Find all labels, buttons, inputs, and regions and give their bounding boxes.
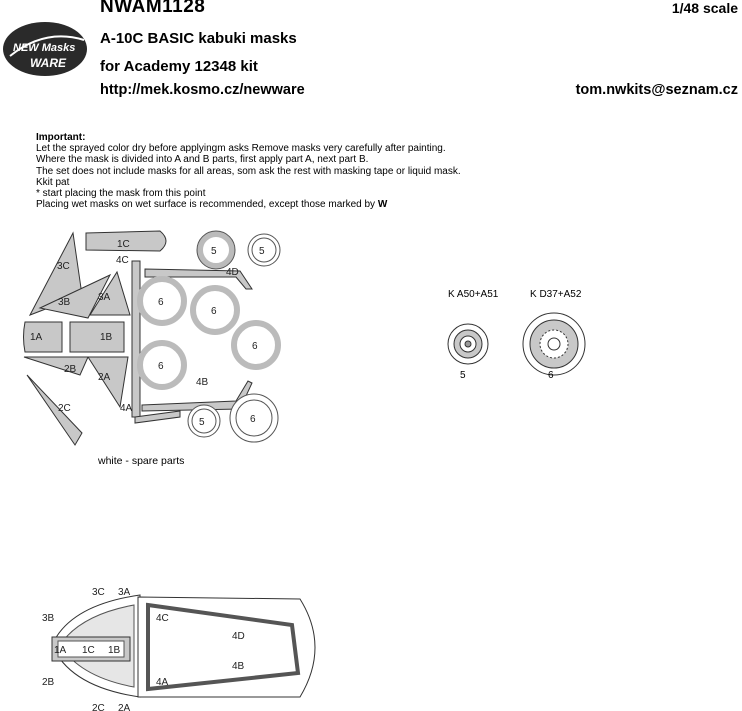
label-3c: 3C bbox=[57, 261, 70, 272]
mask-sheet: 3C 1C 4C 3B 3A 1A 1B 2B 2A 2C 4A 4D 4B 5… bbox=[23, 230, 281, 446]
mask-ring-5 bbox=[197, 231, 235, 269]
label-1a: 1A bbox=[30, 332, 43, 343]
logo-line1: NEW Masks bbox=[13, 42, 75, 54]
mask-ring-5-spare bbox=[247, 233, 281, 267]
svg-text:5: 5 bbox=[259, 246, 265, 257]
svg-text:5: 5 bbox=[199, 417, 205, 428]
logo-line2: WARE bbox=[30, 56, 67, 70]
mask-ring-6 bbox=[137, 276, 187, 326]
spare-parts-note: white - spare parts bbox=[98, 455, 185, 467]
label-1c: 1C bbox=[117, 239, 130, 250]
product-title: A-10C BASIC kabuki masks bbox=[100, 30, 297, 47]
instruction-line: The set does not include masks for all a… bbox=[36, 165, 461, 177]
svg-text:2B: 2B bbox=[42, 677, 55, 688]
mask-4a bbox=[134, 410, 181, 424]
svg-text:6: 6 bbox=[250, 414, 256, 425]
mask-4d bbox=[144, 268, 253, 290]
svg-text:6: 6 bbox=[252, 341, 258, 352]
new-ware-logo: NEW Masks WARE bbox=[3, 22, 87, 76]
wheel-left-label: K A50+A51 bbox=[448, 289, 499, 300]
instructions-heading: Important: bbox=[36, 132, 86, 143]
instruction-line: Where the mask is divided into A and B p… bbox=[36, 154, 369, 166]
mask-1b bbox=[69, 321, 125, 353]
label-4a: 4A bbox=[120, 403, 133, 414]
wheel-left bbox=[447, 323, 489, 365]
svg-text:6: 6 bbox=[158, 297, 164, 308]
label-4b: 4B bbox=[196, 377, 209, 388]
svg-text:3A: 3A bbox=[118, 587, 131, 598]
svg-text:3C: 3C bbox=[92, 587, 105, 598]
label-2c: 2C bbox=[58, 403, 71, 414]
instruction-line: Let the sprayed color dry before applyin… bbox=[36, 143, 446, 155]
mask-ring-6-spare bbox=[229, 393, 279, 443]
label-2b: 2B bbox=[64, 364, 77, 375]
svg-text:2C: 2C bbox=[92, 703, 105, 711]
instruction-line: Placing wet masks on wet surface is reco… bbox=[36, 199, 388, 211]
svg-text:4D: 4D bbox=[232, 631, 245, 642]
label-4c: 4C bbox=[116, 255, 129, 266]
label-2a: 2A bbox=[98, 372, 111, 383]
svg-text:1A: 1A bbox=[54, 645, 67, 656]
svg-text:3B: 3B bbox=[42, 613, 55, 624]
svg-text:1C: 1C bbox=[82, 645, 95, 656]
website-url[interactable]: http://mek.kosmo.cz/newware bbox=[100, 82, 305, 98]
svg-text:4B: 4B bbox=[232, 661, 245, 672]
contact-email[interactable]: tom.nwkits@seznam.cz bbox=[575, 82, 738, 98]
mask-3b bbox=[38, 273, 112, 319]
svg-text:6: 6 bbox=[548, 370, 554, 381]
scale-label: 1/48 scale bbox=[671, 0, 738, 16]
instruction-line: * start placing the mask from this point bbox=[36, 188, 206, 200]
instructions: Important: Let the sprayed color dry bef… bbox=[36, 132, 461, 210]
wheel-right bbox=[522, 312, 586, 376]
placement-diagram: 3C 3A 3B 1A 1C 1B 2B 2C 2A 4C 4D 4B 4A bbox=[42, 587, 316, 711]
svg-text:6: 6 bbox=[211, 306, 217, 317]
svg-text:5: 5 bbox=[211, 246, 217, 257]
label-3a: 3A bbox=[98, 292, 111, 303]
label-4d: 4D bbox=[226, 267, 239, 278]
mask-ring-6 bbox=[190, 285, 240, 335]
svg-text:4A: 4A bbox=[156, 677, 169, 688]
mask-ring-5-spare bbox=[187, 404, 221, 438]
label-1b: 1B bbox=[100, 332, 113, 343]
svg-text:4C: 4C bbox=[156, 613, 169, 624]
label-3b: 3B bbox=[58, 297, 71, 308]
wheel-right-label: K D37+A52 bbox=[530, 289, 582, 300]
mask-4b bbox=[141, 380, 253, 412]
mask-1c bbox=[85, 230, 167, 252]
instruction-line: Kkit pat bbox=[36, 176, 70, 188]
wet-mark-icon: W bbox=[377, 199, 388, 211]
svg-text:6: 6 bbox=[158, 361, 164, 372]
product-code: NWAM1128 bbox=[100, 0, 206, 17]
mask-2c bbox=[26, 374, 83, 446]
wheel-diagrams: K A50+A51 K D37+A52 5 6 bbox=[447, 289, 586, 381]
mask-4c bbox=[131, 260, 141, 418]
mask-ring-6 bbox=[231, 320, 281, 370]
svg-text:2A: 2A bbox=[118, 703, 131, 711]
svg-text:1B: 1B bbox=[108, 645, 121, 656]
mask-3a bbox=[89, 270, 131, 316]
mask-2b bbox=[23, 356, 89, 376]
mask-ring-6 bbox=[137, 340, 187, 390]
mask-2a bbox=[87, 356, 129, 409]
svg-text:5: 5 bbox=[460, 370, 466, 381]
mask-1a bbox=[23, 321, 63, 353]
kit-info: for Academy 12348 kit bbox=[100, 58, 258, 75]
